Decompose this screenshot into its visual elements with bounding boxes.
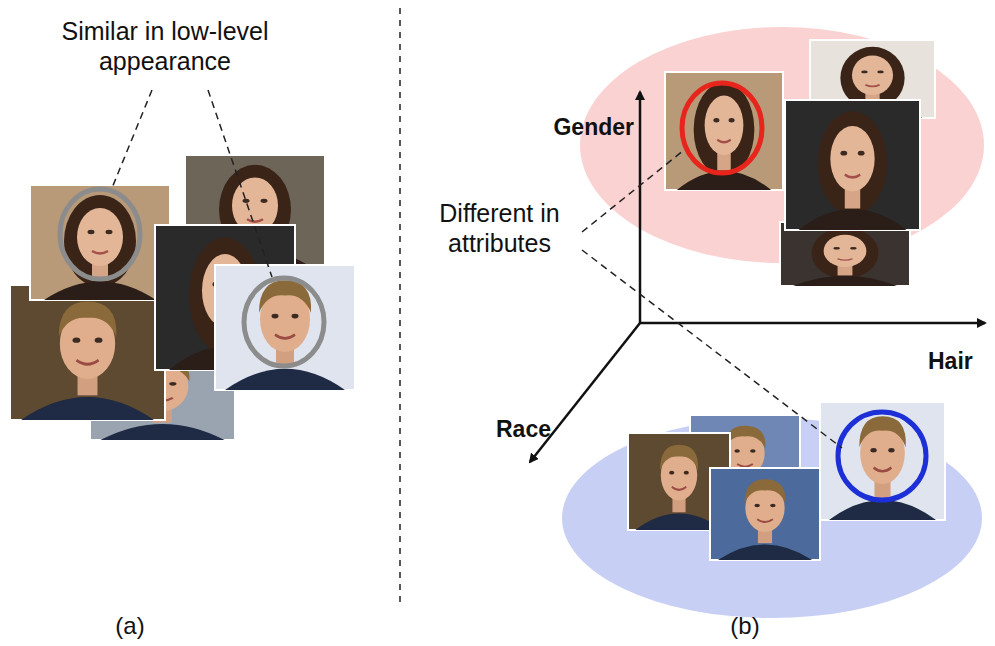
highlight-circle (60, 189, 140, 279)
portrait (718, 479, 812, 560)
portrait (793, 228, 897, 286)
face-photo (785, 100, 920, 230)
leader-line (582, 250, 842, 448)
photo-frame (215, 265, 355, 390)
highlight-circle (682, 83, 762, 173)
axis-label: Race (496, 416, 551, 444)
face-photo (10, 285, 165, 420)
axis (640, 322, 985, 325)
panel-divider (399, 8, 401, 605)
photo-frame (780, 222, 910, 286)
axis-label: Gender (553, 114, 634, 142)
highlight-circle (244, 278, 324, 366)
portrait (799, 111, 907, 230)
panel-label: (b) (730, 612, 759, 641)
photo-frame (30, 185, 170, 300)
photo-frame (10, 285, 165, 420)
axis (639, 92, 642, 323)
photo-frame (785, 100, 920, 230)
portrait (21, 301, 154, 420)
axis-label: Hair (928, 348, 973, 376)
face-photo (30, 185, 170, 300)
face-photo (710, 468, 820, 560)
highlight-circle (838, 412, 926, 500)
leader-line (208, 90, 272, 277)
panel-label: (a) (115, 612, 144, 641)
callout-text: Similar in low-level appearance (30, 16, 300, 76)
portrait (225, 280, 345, 390)
portrait (677, 82, 771, 190)
photo-frame (665, 72, 783, 190)
callout-text: Different in attributes (402, 198, 597, 258)
face-photo (780, 222, 910, 286)
face-photo (820, 402, 945, 520)
face-photo (215, 265, 355, 390)
face-photo (665, 72, 783, 190)
photo-frame (710, 468, 820, 560)
photo-frame (820, 402, 945, 520)
leader-line (582, 150, 684, 232)
leader-line (112, 90, 152, 188)
